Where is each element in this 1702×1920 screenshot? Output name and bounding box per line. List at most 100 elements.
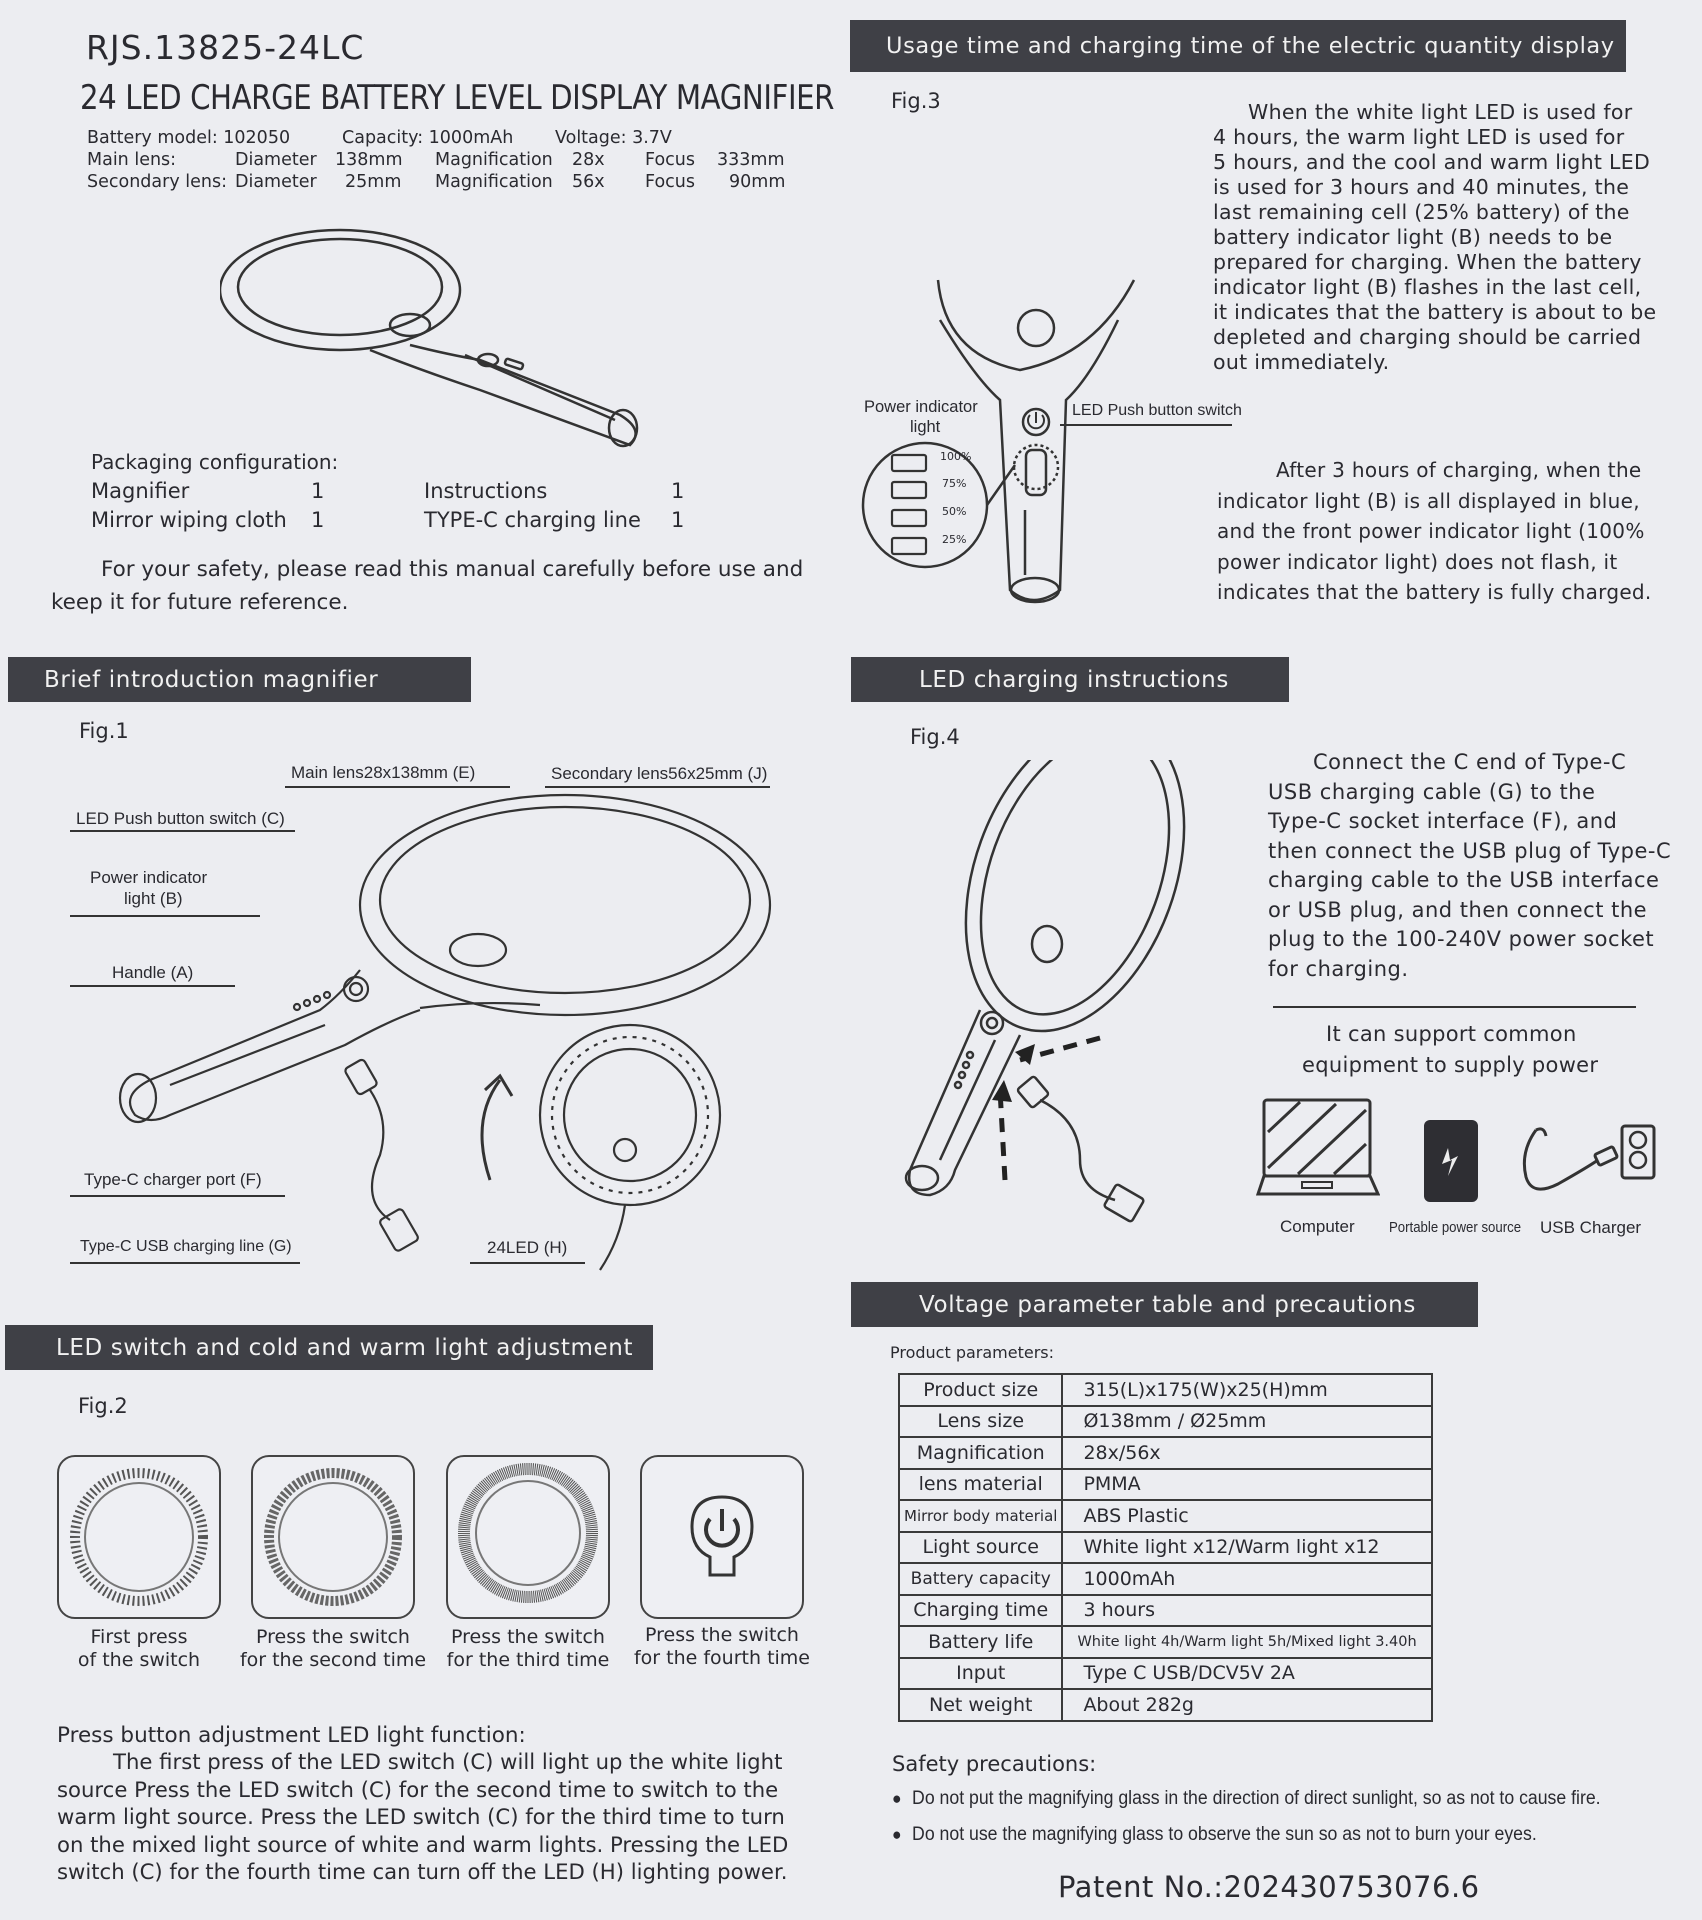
usage-paragraph-2: After 3 hours of charging, when the indi… [1217, 458, 1652, 604]
fig-label: Fig.3 [891, 89, 941, 113]
packaging-title: Packaging configuration: [91, 450, 339, 474]
usb-charger-icon [1522, 1124, 1656, 1191]
safety-note: For your safety, please read this manual… [101, 557, 804, 582]
doc-title: 24 LED CHARGE BATTERY LEVEL DISPLAY MAGN… [80, 78, 835, 118]
label-power-indicator: light [910, 418, 941, 436]
label-usb-line: Type-C USB charging line (G) [80, 1238, 292, 1255]
computer-icon [1256, 1098, 1380, 1196]
packaging-item: TYPE-C charging line [424, 508, 641, 532]
secondary-focus-label: Focus [645, 172, 695, 192]
device-label: Computer [1280, 1217, 1355, 1236]
label-led-switch: LED Push button switch [1072, 402, 1242, 419]
label-charger-port: Type-C charger port (F) [84, 1170, 262, 1189]
section-title: Voltage parameter table and precautions [919, 1291, 1416, 1318]
usage-paragraph-1: When the white light LED is used for 4 h… [1213, 100, 1657, 374]
fig-label: Fig.4 [910, 725, 960, 749]
fig4-illustration [904, 760, 1186, 1223]
label-secondary-lens: Secondary lens56x25mm (J) [551, 764, 768, 783]
fig-label: Fig.2 [78, 1394, 128, 1418]
main-mag-label: Magnification [435, 150, 553, 170]
label-led-switch: LED Push button switch (C) [76, 809, 285, 828]
fig-label: Fig.1 [79, 719, 129, 743]
label-power-indicator: Power indicator [90, 868, 208, 887]
section-bar-voltage: Voltage parameter table and precautions [851, 1282, 1478, 1327]
main-diameter-value: 138mm [335, 150, 403, 170]
battery-level: 25% [942, 533, 967, 546]
section-title: Brief introduction magnifier [44, 666, 379, 693]
section-title: LED switch and cold and warm light adjus… [56, 1334, 634, 1361]
safety-note: keep it for future reference. [51, 590, 349, 615]
battery-level: 100% [940, 450, 972, 463]
fig2-box-second [251, 1455, 415, 1619]
packaging-qty: 1 [311, 479, 325, 503]
fig2-box-first [57, 1455, 221, 1619]
device-label: USB Charger [1540, 1218, 1642, 1237]
spec-lines: Battery model: 102050 Capacity: 1000mAh … [87, 127, 807, 193]
safety-item: Do not put the magnifying glass in the d… [892, 1788, 1601, 1810]
secondary-diameter-value: 25mm [345, 172, 402, 192]
model-number: RJS.13825-24LC [86, 28, 365, 67]
power-bank-icon [1424, 1120, 1478, 1202]
voltage: Voltage: 3.7V [555, 128, 672, 148]
device-label: Portable power source [1389, 1219, 1522, 1236]
section-bar-intro: Brief introduction magnifier [8, 657, 471, 702]
label-power-indicator: light (B) [124, 889, 183, 908]
main-lens-label: Main lens: [87, 150, 177, 170]
battery-level: 50% [942, 505, 967, 518]
secondary-mag-label: Magnification [435, 172, 553, 192]
safety-item: Do not use the magnifying glass to obser… [892, 1824, 1537, 1846]
secondary-focus-value: 90mm [729, 172, 786, 192]
support-text: equipment to supply power [1302, 1053, 1599, 1077]
battery-model: Battery model: 102050 [87, 128, 291, 148]
switch-paragraph: The first press of the LED switch (C) wi… [57, 1749, 789, 1884]
packaging-qty: 1 [671, 479, 685, 503]
secondary-mag-value: 56x [572, 172, 605, 192]
section-bar-switch: LED switch and cold and warm light adjus… [5, 1325, 653, 1370]
main-diameter-label: Diameter [235, 150, 317, 170]
power-icon [690, 1495, 754, 1577]
support-text: It can support common [1326, 1022, 1577, 1046]
divider [1273, 1006, 1636, 1008]
battery-level: 75% [942, 477, 967, 490]
label-main-lens: Main lens28x138mm (E) [291, 763, 476, 782]
fig2-box-third [446, 1455, 610, 1619]
packaging-item: Mirror wiping cloth [91, 508, 287, 532]
magnifier-illustration [220, 228, 639, 448]
main-focus-value: 333mm [717, 150, 785, 170]
packaging-qty: 1 [671, 508, 685, 532]
params-title: Product parameters: [890, 1343, 1055, 1362]
switch-title: Press button adjustment LED light functi… [57, 1723, 526, 1748]
label-handle: Handle (A) [112, 963, 194, 982]
secondary-lens-label: Secondary lens: [87, 172, 227, 192]
main-focus-label: Focus [645, 150, 695, 170]
capacity: Capacity: 1000mAh [342, 128, 514, 148]
fig2-box-fourth [640, 1455, 804, 1619]
main-mag-value: 28x [572, 150, 605, 170]
secondary-diameter-label: Diameter [235, 172, 317, 192]
section-title: Usage time and charging time of the elec… [886, 33, 1615, 59]
packaging-item: Magnifier [91, 479, 190, 503]
fig3-illustration [861, 279, 1136, 604]
label-power-indicator: Power indicator [864, 398, 978, 416]
section-bar-usage: Usage time and charging time of the elec… [850, 20, 1626, 72]
packaging-item: Instructions [424, 479, 548, 503]
section-bar-charging: LED charging instructions [851, 657, 1289, 702]
fig1-illustration [118, 793, 772, 1271]
patent-number: Patent No.:202430753076.6 [1058, 1870, 1480, 1904]
section-title: LED charging instructions [919, 666, 1229, 693]
